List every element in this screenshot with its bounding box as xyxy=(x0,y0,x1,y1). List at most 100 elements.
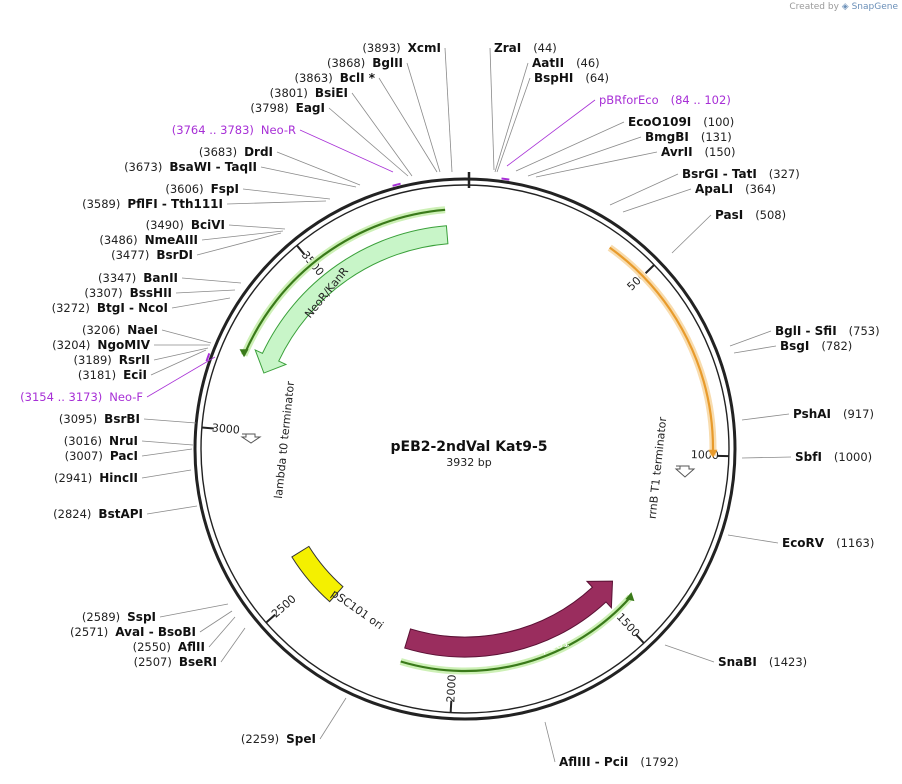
site-label: BspHI(64) xyxy=(534,71,609,85)
leader-line xyxy=(228,224,286,230)
site-label: ZraI(44) xyxy=(494,41,557,55)
site-position: (3181) xyxy=(78,368,116,382)
site-label: ApaLI(364) xyxy=(695,182,776,196)
site-name: PasI xyxy=(715,208,743,222)
site-position: (2550) xyxy=(133,640,171,654)
primer-neo-f-mark xyxy=(205,353,211,362)
site-name: BtgI - NcoI xyxy=(97,301,168,315)
site-label: (3673)BsaWI - TaqII xyxy=(124,160,257,174)
leader-line xyxy=(276,151,361,186)
terminator-lambda-icon xyxy=(240,433,262,444)
leader-line xyxy=(181,277,242,284)
site-name: PshAI xyxy=(793,407,831,421)
site-label: (3893) XcmI xyxy=(362,41,441,55)
site-label: (3206)NaeI xyxy=(82,323,158,337)
site-label: (2507)BseRI xyxy=(134,655,217,669)
leader-line xyxy=(664,644,715,663)
site-name: BsrGI - TatI xyxy=(682,167,757,181)
site-label: (3490)BciVI xyxy=(146,218,225,232)
leader-line xyxy=(299,129,394,173)
site-name: BspHI xyxy=(534,71,573,85)
site-name: Neo-R xyxy=(261,123,296,137)
site-name: RsrII xyxy=(119,353,150,367)
site-label: (3347) BanII xyxy=(98,271,178,285)
leader-line xyxy=(143,418,197,424)
leader-line xyxy=(328,107,409,177)
site-name: AflII xyxy=(178,640,205,654)
site-label: EcoO109I(100) xyxy=(628,115,734,129)
site-position: (3477) xyxy=(111,248,149,262)
leader-line xyxy=(515,121,625,172)
site-name: BglI - SfiI xyxy=(775,324,837,338)
site-name: EagI xyxy=(296,101,325,115)
leader-line xyxy=(622,188,692,213)
site-position: (3801) xyxy=(270,86,308,100)
site-name: EciI xyxy=(123,368,147,382)
leader-line xyxy=(208,616,236,648)
site-position: (2824) xyxy=(53,507,91,521)
site-name: HincII xyxy=(99,471,138,485)
site-position: (150) xyxy=(705,145,736,159)
tick-label: 2000 xyxy=(444,674,458,703)
tick-label: 3000 xyxy=(211,421,240,436)
site-position: (3764 .. 3783) xyxy=(172,123,254,137)
tick-mark xyxy=(265,613,276,624)
site-position: (3868) xyxy=(327,56,365,70)
plasmid-name: pEB2-2ndVal Kat9-5 xyxy=(390,439,547,455)
site-position: (1000) xyxy=(834,450,872,464)
site-position: (44) xyxy=(533,41,557,55)
site-label: (3868)BglII xyxy=(327,56,403,70)
site-position: (1792) xyxy=(640,755,678,769)
site-label: SnaBI(1423) xyxy=(718,655,807,669)
site-name: BmgBI xyxy=(645,130,689,144)
site-position: (1163) xyxy=(836,536,874,550)
site-label: BsgI(782) xyxy=(780,339,852,353)
site-name: DrdI xyxy=(244,145,273,159)
site-labels: (3893) XcmI (3868)BglII(3863)BclI *(3801) B… xyxy=(20,41,879,769)
leader-line xyxy=(171,297,231,309)
site-label: (2589)SspI xyxy=(82,610,156,624)
leader-line xyxy=(260,166,357,188)
site-name: AvaI - BsoBI xyxy=(115,625,196,639)
feature-label-lambda-terminator: lambda t0 terminator xyxy=(272,380,297,499)
site-name: BsaWI - TaqII xyxy=(169,160,257,174)
site-position: (3893) xyxy=(362,41,400,55)
tick-mark xyxy=(201,426,214,430)
site-position: (2571) xyxy=(70,625,108,639)
feature-arc-rep xyxy=(400,596,632,673)
site-label: AatII(46) xyxy=(532,56,600,70)
leader-line xyxy=(609,173,679,206)
site-name: BanII xyxy=(143,271,178,285)
site-position: (917) xyxy=(843,407,874,421)
site-position: (3016) xyxy=(64,434,102,448)
leader-line xyxy=(733,345,777,354)
site-label: (3683)DrdI xyxy=(199,145,273,159)
site-label: (3798)EagI xyxy=(250,101,325,115)
site-name: BciVI xyxy=(191,218,225,232)
site-name: SbfI xyxy=(795,450,822,464)
site-name: NgoMIV xyxy=(97,338,150,352)
site-label: PshAI (917) xyxy=(793,407,874,421)
backbone-inner xyxy=(200,184,730,714)
plasmid-length: 3932 bp xyxy=(446,456,491,469)
site-label: AvrII(150) xyxy=(661,145,735,159)
feature-label-rrnb-terminator: rrnB T1 terminator xyxy=(646,416,670,520)
site-name: XcmI xyxy=(408,41,441,55)
site-label: BmgBI(131) xyxy=(645,130,732,144)
leader-line xyxy=(489,47,495,171)
site-position: (3863) xyxy=(294,71,332,85)
leader-line xyxy=(727,534,779,544)
site-label: (3189)RsrII xyxy=(74,353,150,367)
site-label: (3863)BclI * xyxy=(294,71,375,85)
leader-line xyxy=(141,469,192,479)
tick-mark xyxy=(644,264,655,274)
leader-line xyxy=(544,721,556,763)
feature-psc101-ori xyxy=(291,545,344,603)
site-position: (3347) xyxy=(98,271,136,285)
site-label: (3307)BssHII xyxy=(84,286,172,300)
feature-arc-neo-head xyxy=(239,349,249,358)
site-name: BssHII xyxy=(130,286,172,300)
tick-mark xyxy=(296,244,306,256)
credit-prefix: Created by xyxy=(789,2,839,12)
